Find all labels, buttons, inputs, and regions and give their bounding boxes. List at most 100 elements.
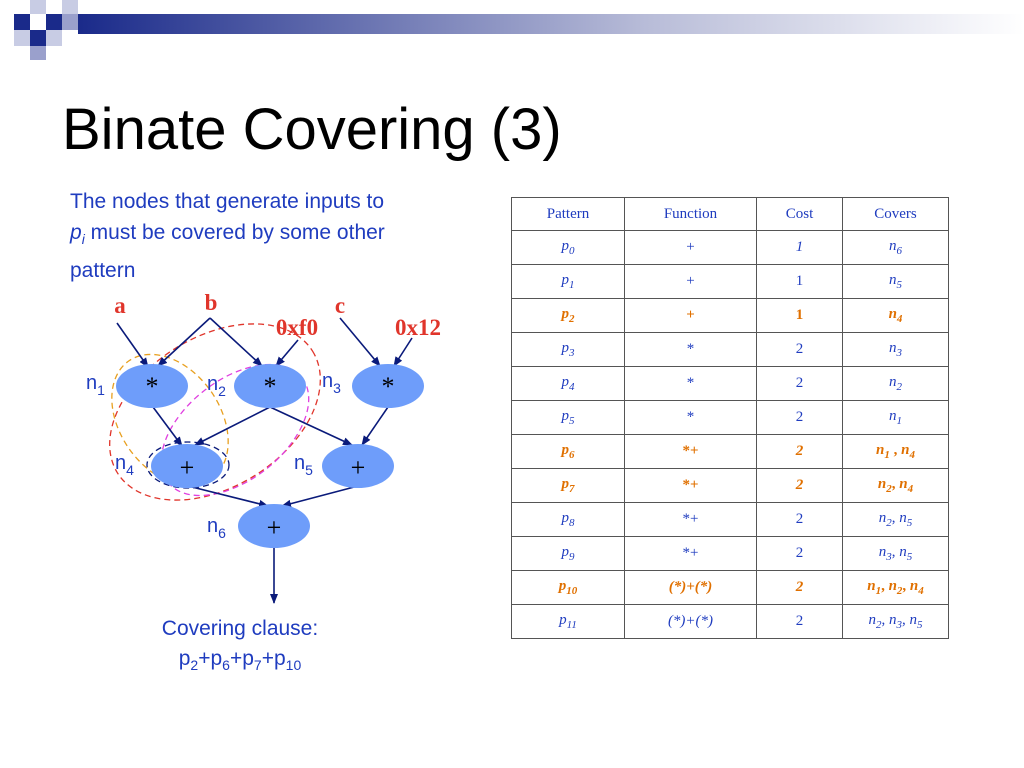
cell-pattern: p7	[511, 468, 625, 503]
input-label-c: c	[335, 293, 345, 318]
corner-square	[62, 14, 78, 30]
cell-covers: n2, n4	[842, 468, 949, 503]
cell-covers: n2	[842, 366, 949, 401]
node-op-n1: *	[146, 372, 159, 401]
cell-function: +	[624, 230, 757, 265]
corner-square	[46, 14, 62, 30]
cell-covers: n6	[842, 230, 949, 265]
pattern-loop-navy	[146, 441, 230, 489]
edge-n4-n6	[187, 485, 269, 508]
corner-square	[14, 30, 30, 46]
intro-p-sub: i	[81, 231, 85, 248]
edge-n5-n6	[281, 485, 359, 508]
cell-pattern: p9	[511, 536, 625, 571]
node-n2	[234, 364, 306, 408]
graph-edges	[116, 317, 413, 604]
edge-b-n2	[209, 317, 263, 367]
input-label-0xf0: 0xf0	[276, 315, 318, 340]
cell-function: *	[624, 400, 757, 435]
cell-cost: 1	[756, 230, 843, 265]
cell-pattern: p8	[511, 502, 625, 537]
cell-cost: 1	[756, 298, 843, 333]
table-header-row: Pattern Function Cost Covers	[511, 197, 949, 231]
node-n5	[322, 444, 394, 488]
cell-covers: n1 , n4	[842, 434, 949, 469]
intro-line2: must be covered by some other	[84, 221, 385, 244]
node-n6	[238, 504, 310, 548]
cell-covers: n2, n3, n5	[842, 604, 949, 639]
cell-function: *+	[624, 502, 757, 537]
cell-cost: 2	[756, 400, 843, 435]
node-op-n2: *	[264, 372, 277, 401]
node-op-n5: +	[351, 453, 366, 482]
node-op-n6: +	[267, 513, 282, 542]
cell-pattern: p0	[511, 230, 625, 265]
subject-graph: a b c 0xf0 0x12 * * * + + + n1 n2 n3 n4 …	[86, 290, 441, 604]
cell-cost: 2	[756, 434, 843, 469]
node-n3	[352, 364, 424, 408]
cell-pattern: p10	[511, 570, 625, 605]
corner-square	[46, 30, 62, 46]
cell-pattern: p2	[511, 298, 625, 333]
cell-covers: n2, n5	[842, 502, 949, 537]
cell-pattern: p4	[511, 366, 625, 401]
cell-function: *+	[624, 536, 757, 571]
intro-line1: The nodes that generate inputs to	[70, 190, 385, 213]
cell-cost: 2	[756, 604, 843, 639]
header-bar	[78, 14, 1024, 34]
node-label-n2: n2	[207, 373, 226, 399]
cell-pattern: p3	[511, 332, 625, 367]
clause-expression: p2+p6+p7+p10	[178, 647, 302, 674]
cell-cost: 2	[756, 366, 843, 401]
input-label-b: b	[205, 290, 218, 315]
intro-text: The nodes that generate inputs to pi mus…	[70, 186, 470, 286]
pattern-loop-red	[109, 323, 321, 501]
edge-n2-n4	[194, 406, 271, 446]
edge-n1-n4	[152, 406, 183, 447]
header-pattern: Pattern	[511, 197, 625, 231]
edge-0xf0-n2	[275, 339, 299, 367]
corner-square	[14, 14, 30, 30]
cell-covers: n3, n5	[842, 536, 949, 571]
cell-covers: n4	[842, 298, 949, 333]
corner-square	[30, 0, 46, 14]
graph-nodes	[116, 364, 424, 548]
node-label-n3: n3	[322, 370, 341, 396]
corner-square	[30, 14, 46, 30]
node-label-n5: n5	[294, 452, 313, 478]
cell-function: *	[624, 332, 757, 367]
cell-pattern: p11	[511, 604, 625, 639]
cell-function: *+	[624, 434, 757, 469]
header-covers: Covers	[842, 197, 949, 231]
edge-a-n1	[116, 322, 149, 368]
intro-line3: pattern	[70, 259, 136, 283]
cell-covers: n1, n2, n4	[842, 570, 949, 605]
cell-function: *+	[624, 468, 757, 503]
input-label-a: a	[114, 293, 126, 318]
corner-square	[30, 46, 46, 60]
edge-b-n1	[157, 317, 211, 367]
cell-function: *	[624, 366, 757, 401]
node-label-n1: n1	[86, 372, 105, 398]
node-n4	[151, 444, 223, 488]
cell-function: +	[624, 264, 757, 299]
clause-label: Covering clause:	[161, 617, 319, 640]
node-n1	[116, 364, 188, 408]
cell-function: (*)+(*)	[624, 570, 757, 605]
cell-cost: 2	[756, 332, 843, 367]
node-label-n6: n6	[207, 515, 226, 541]
covering-clause: Covering clause: p2+p6+p7+p10	[100, 614, 380, 680]
cell-covers: n5	[842, 264, 949, 299]
cell-cost: 2	[756, 502, 843, 537]
corner-square	[30, 30, 46, 46]
